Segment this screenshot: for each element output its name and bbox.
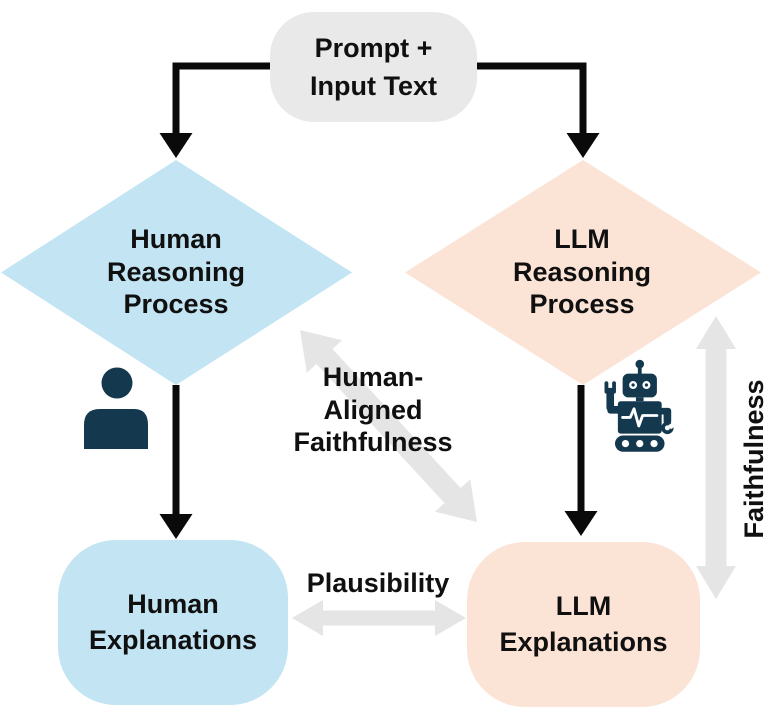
person-icon (83, 364, 149, 449)
plausibility-arrow (292, 600, 466, 636)
robot-icon (595, 357, 678, 454)
plausibility-label: Plausibility (306, 567, 450, 598)
prompt-input-node: Prompt + Input Text (270, 12, 477, 122)
prompt-to-llm-connector (475, 62, 600, 158)
faithfulness-label: Faithfulness (738, 379, 769, 539)
human-reasoning-diamond (1, 160, 352, 385)
llm-reasoning-diamond (405, 160, 761, 385)
human-reasoning-to-explanations-connector (159, 385, 193, 539)
llm-reasoning-to-explanations-connector (564, 385, 598, 536)
llm-explanations-node: LLM Explanations (467, 542, 700, 707)
llm-reasoning-label: LLM Reasoning Process (512, 223, 652, 320)
human-aligned-faithfulness-arrow (300, 330, 477, 522)
human-reasoning-label: Human Reasoning Process (106, 223, 246, 320)
prompt-to-human-connector (159, 62, 272, 158)
human-explanations-node: Human Explanations (58, 540, 288, 705)
faithfulness-arrow (696, 316, 736, 599)
human-aligned-faithfulness-label: Human- Aligned Faithfulness (293, 361, 453, 458)
